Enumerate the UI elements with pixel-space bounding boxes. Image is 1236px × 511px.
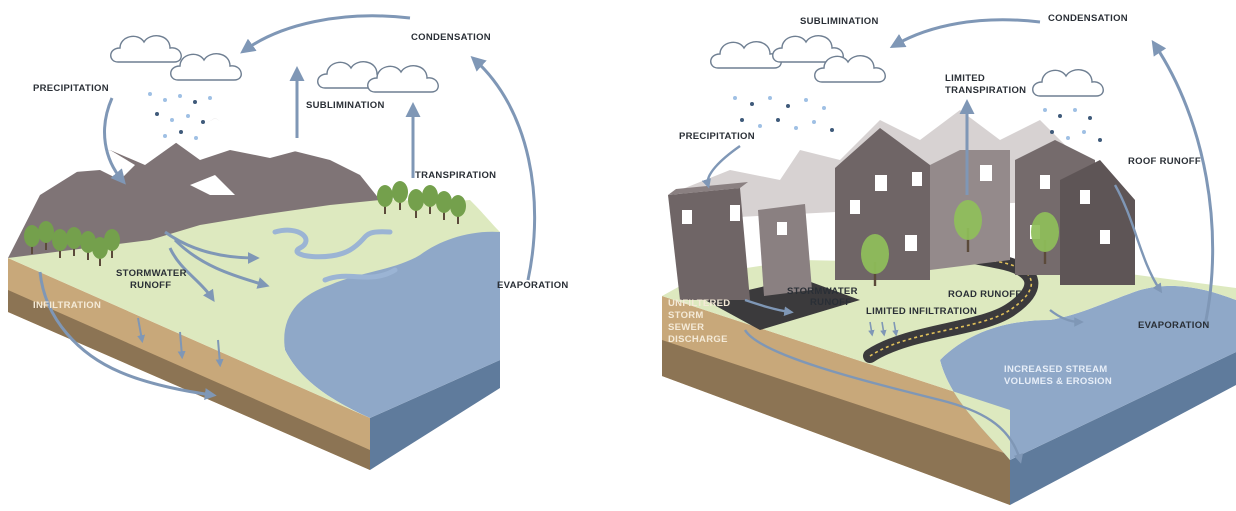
urban-water-body-side [1010, 352, 1236, 505]
natural-runoff-arrow-1 [164, 230, 260, 264]
urban-label-unfiltered-2: STORM [668, 310, 704, 321]
urban-label-stormwater-runoff-1: STORMWATER [787, 286, 858, 297]
natural-infiltration-arrow-b [177, 331, 186, 360]
urban-label-precipitation: PRECIPITATION [679, 131, 755, 142]
natural-grass-surface [8, 198, 500, 418]
urban-label-limited-transpiration-1: LIMITED [945, 73, 986, 84]
urban-label-road-runoff: ROAD RUNOFF [948, 289, 1022, 300]
natural-bedrock-face [8, 290, 370, 470]
urban-cloud-right [1032, 69, 1104, 97]
urban-process-arrows [701, 18, 1215, 464]
natural-process-arrows [38, 14, 537, 400]
natural-precipitation-arrow [103, 97, 126, 185]
urban-stormwater-arrow [744, 298, 794, 316]
natural-cloud-right [317, 61, 439, 93]
urban-precipitation-arrow [701, 145, 741, 189]
natural-label-precipitation: PRECIPITATION [33, 83, 109, 94]
natural-evaporation-arrow [470, 55, 537, 281]
urban-discharge-pipe-arrow [743, 329, 1024, 464]
urban-label-unfiltered-1: UNFILTERED [668, 298, 731, 309]
urban-landscape-panel [662, 18, 1236, 505]
natural-infiltration-arrow-c [215, 339, 224, 368]
urban-label-condensation: CONDENSATION [1048, 13, 1128, 24]
urban-label-evaporation: EVAPORATION [1138, 320, 1210, 331]
urban-limited-infiltration-arrow-a [868, 321, 875, 337]
urban-label-limited-transpiration-2: TRANSPIRATION [945, 85, 1027, 96]
urban-limited-infiltration-arrow-b [880, 321, 887, 337]
urban-limited-infiltration-arrow-c [892, 321, 899, 337]
urban-label-limited-infiltration: LIMITED INFILTRATION [866, 306, 978, 317]
natural-label-stormwater-runoff-2: RUNOFF [130, 280, 172, 291]
urban-label-unfiltered-3: SEWER [668, 322, 705, 333]
urban-road-centerline [869, 237, 1033, 357]
urban-bedrock-face [662, 340, 1010, 505]
natural-runoff-arrow-2 [173, 238, 270, 289]
urban-condensation-arrow [889, 18, 1041, 48]
urban-label-sublimination: SUBLIMINATION [800, 16, 879, 27]
urban-label-increased-stream-2: VOLUMES & EROSION [1004, 376, 1113, 387]
natural-condensation-arrow [240, 14, 411, 54]
urban-building-1 [668, 188, 750, 300]
natural-landscape-panel [8, 14, 537, 470]
urban-label-unfiltered-4: DISCHARGE [668, 334, 728, 345]
urban-label-roof-runoff: ROOF RUNOFF [1128, 156, 1201, 167]
urban-rain [733, 96, 1102, 142]
urban-label-stormwater-runoff-2: RUNOFF [810, 297, 852, 308]
urban-roof-runoff-arrow [1113, 184, 1163, 294]
urban-building-6 [1060, 160, 1135, 285]
natural-runoff-arrow-3 [168, 247, 215, 302]
urban-water-surface [940, 285, 1236, 460]
natural-river [272, 227, 398, 283]
urban-parking-lot [705, 278, 860, 330]
urban-evaporation-arrow [1151, 40, 1215, 326]
natural-label-infiltration: INFILTRATION [33, 300, 102, 311]
natural-infiltration-arrow-a [137, 317, 146, 344]
natural-water-surface [280, 228, 500, 418]
urban-building-2 [758, 204, 812, 296]
urban-road-runoff-arrow [1049, 309, 1084, 327]
natural-label-evaporation: EVAPORATION [497, 280, 569, 291]
urban-label-increased-stream-1: INCREASED STREAM [1004, 364, 1108, 375]
natural-infiltration-arrow-main [38, 271, 217, 400]
natural-snowcaps [75, 118, 300, 195]
natural-label-stormwater-runoff-1: STORMWATER [116, 268, 187, 279]
natural-rain [148, 92, 212, 140]
natural-label-transpiration: TRANSPIRATION [415, 170, 497, 181]
natural-water-body-side [370, 360, 500, 470]
natural-label-condensation: CONDENSATION [411, 32, 491, 43]
natural-cloud-left [110, 35, 242, 81]
natural-label-sublimination: SUBLIMINATION [306, 100, 385, 111]
urban-cloud-left [710, 35, 886, 83]
